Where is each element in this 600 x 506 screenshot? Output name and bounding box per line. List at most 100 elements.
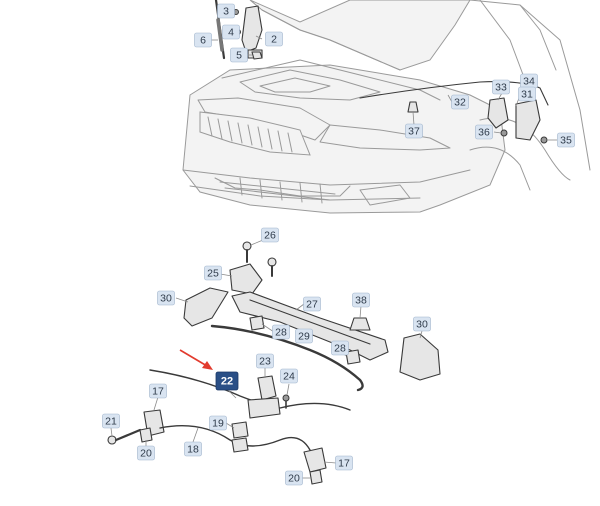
callout-box	[184, 441, 202, 457]
cable-connector	[247, 397, 281, 419]
callout-number: 36	[478, 127, 490, 139]
callout-37: 37	[405, 123, 423, 139]
callout-number: 31	[521, 89, 533, 101]
clip-19	[231, 421, 249, 439]
callout-number: 35	[560, 135, 572, 147]
callout-22: 22	[215, 371, 239, 391]
callout-38: 38	[352, 292, 370, 308]
callout-box	[295, 328, 313, 344]
callout-number: 29	[298, 331, 310, 343]
car-front-illustration	[182, 0, 591, 214]
callout-box	[222, 24, 240, 40]
callout-28: 28	[331, 340, 349, 356]
callout-6: 6	[194, 32, 212, 48]
callout-box	[272, 324, 290, 340]
callout-number: 20	[140, 448, 152, 460]
bolt-24	[282, 394, 290, 402]
callout-box	[303, 296, 321, 312]
leader-lines	[110, 10, 557, 479]
callout-box	[102, 413, 120, 429]
callout-number: 19	[212, 418, 224, 430]
callout-box	[451, 94, 469, 110]
seal-right-30	[399, 333, 441, 381]
callout-box	[413, 316, 431, 332]
callout-number: 2	[271, 34, 277, 46]
callout-number: 6	[200, 35, 206, 47]
callout-34: 34	[520, 73, 538, 89]
hood-lock-main	[515, 99, 541, 141]
callout-box	[475, 124, 493, 140]
callout-number: 5	[236, 50, 242, 62]
callout-number: 38	[355, 295, 367, 307]
callout-box	[209, 415, 227, 431]
callout-17: 17	[335, 455, 353, 471]
callout-21: 21	[102, 413, 120, 429]
lock-bolt-36	[500, 129, 508, 137]
callout-box	[261, 227, 279, 243]
callout-number: 37	[408, 126, 420, 138]
callout-box	[194, 32, 212, 48]
clip-19-b	[231, 437, 249, 453]
grille	[199, 111, 311, 156]
callout-number: 4	[228, 27, 234, 39]
callout-box	[518, 86, 536, 102]
callout-25: 25	[204, 265, 222, 281]
callout-20: 20	[285, 470, 303, 486]
buffer-37	[407, 101, 419, 113]
callout-17: 17	[149, 383, 167, 399]
callout-number: 30	[416, 319, 428, 331]
bracket-25	[229, 263, 263, 295]
callout-box	[352, 292, 370, 308]
bolts-26	[242, 241, 277, 277]
callout-number: 25	[207, 268, 219, 280]
callout-number: 24	[283, 371, 295, 383]
callout-box	[157, 290, 175, 306]
callout-number: 33	[495, 82, 507, 94]
callout-20: 20	[137, 445, 155, 461]
clip-20-left	[139, 427, 153, 443]
clip-28-left	[249, 315, 265, 331]
callout-26: 26	[261, 227, 279, 243]
callout-number: 23	[259, 356, 271, 368]
callout-number: 27	[306, 299, 318, 311]
callout-number: 17	[152, 386, 164, 398]
callout-number: 22	[221, 376, 233, 388]
callout-number: 3	[223, 6, 229, 18]
callout-31: 31	[518, 86, 536, 102]
callout-box	[217, 3, 235, 19]
callout-box	[285, 470, 303, 486]
callout-4: 4	[222, 24, 240, 40]
callout-36: 36	[475, 124, 493, 140]
callout-number: 28	[334, 343, 346, 355]
callout-box	[492, 79, 510, 95]
callout-box	[230, 47, 248, 63]
highlight-arrow	[179, 349, 213, 370]
callout-number: 34	[523, 76, 535, 88]
seal-left-30	[183, 287, 229, 327]
callout-box	[265, 31, 283, 47]
callout-number: 28	[275, 327, 287, 339]
callout-23: 23	[256, 353, 274, 369]
bolt-21	[107, 428, 142, 445]
callout-28: 28	[272, 324, 290, 340]
seal-strip-29	[210, 324, 364, 392]
callout-number: 30	[160, 293, 172, 305]
callout-box	[331, 340, 349, 356]
lock-bolt-35	[540, 136, 548, 144]
callout-24: 24	[280, 368, 298, 384]
clip-20-right	[309, 469, 323, 485]
holder-23	[257, 375, 277, 401]
callout-number: 20	[288, 473, 300, 485]
callout-box	[557, 132, 575, 148]
callout-box	[280, 368, 298, 384]
clip-28-right	[345, 349, 361, 365]
release-lever-right	[303, 447, 327, 473]
callout-35: 35	[557, 132, 575, 148]
callout-3: 3	[217, 3, 235, 19]
callout-box	[149, 383, 167, 399]
callout-number: 32	[454, 97, 466, 109]
callout-box	[256, 353, 274, 369]
callout-29: 29	[295, 328, 313, 344]
callout-number: 21	[105, 416, 117, 428]
cable-18	[159, 425, 311, 451]
